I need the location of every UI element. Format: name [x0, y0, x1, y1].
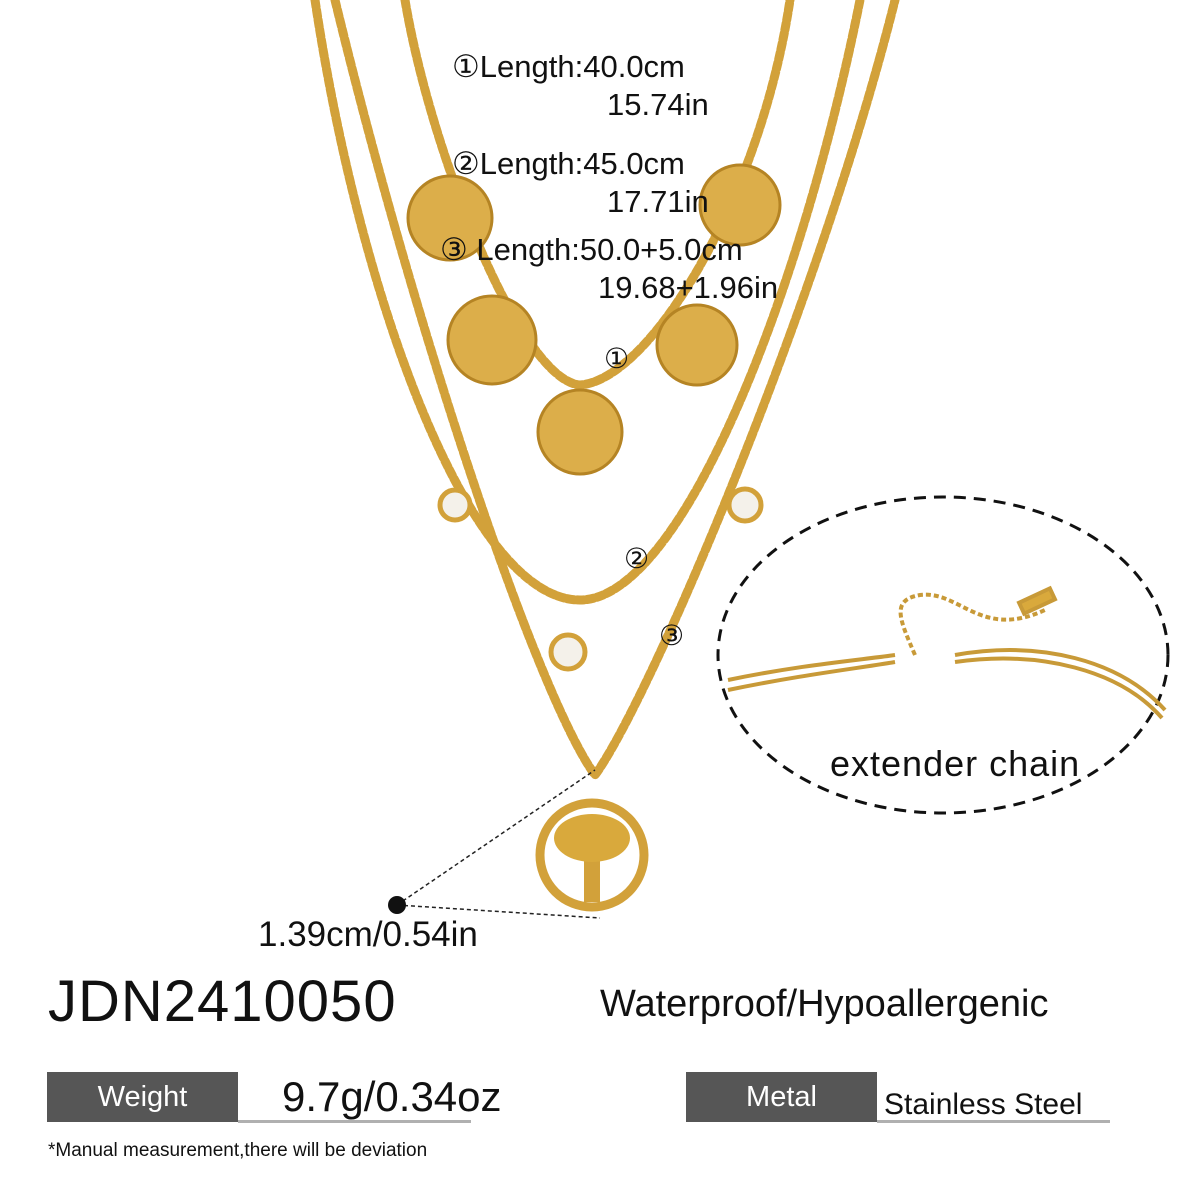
- product-sku: JDN2410050: [48, 969, 397, 1034]
- size-line-top: [396, 769, 596, 906]
- measurement-note: *Manual measurement,there will be deviat…: [48, 1140, 428, 1161]
- metal-underline: [877, 1120, 1110, 1123]
- coin-charm: [446, 294, 538, 386]
- chain-3: [330, 0, 900, 783]
- coin-charm: [406, 174, 494, 262]
- chain-marker-3: ③: [659, 620, 685, 651]
- crystal-charm: [548, 632, 588, 672]
- weight-underline: [238, 1120, 471, 1123]
- crystal-charms: [437, 486, 764, 672]
- length-3-marker: ③: [440, 232, 468, 267]
- pendant-size: 1.39cm/0.54in: [258, 915, 478, 954]
- extender-tag: [1016, 585, 1058, 617]
- extender-strand: [954, 656, 1164, 720]
- tree-trunk: [584, 860, 600, 902]
- length-1-marker: ①: [452, 49, 480, 84]
- extender-callout: [716, 495, 1170, 815]
- size-indicator-dot: [388, 896, 406, 914]
- chain-2: [310, 0, 865, 605]
- extender-strand: [954, 648, 1167, 712]
- length-2-text: Length:45.0cm: [479, 146, 685, 181]
- coin-charm: [655, 303, 739, 387]
- extender-chain-label: extender chain: [830, 743, 1081, 784]
- pendant-ring: [535, 798, 649, 912]
- length-2-label: ②Length:45.0cm: [452, 147, 685, 181]
- extender-strand: [727, 653, 896, 682]
- weight-value: 9.7g/0.34oz: [282, 1073, 502, 1120]
- extender-strand: [727, 660, 896, 692]
- length-3-label: ③ Length:50.0+5.0cm: [440, 233, 743, 267]
- weight-label: Weight: [47, 1072, 238, 1122]
- length-3-text: Length:50.0+5.0cm: [476, 232, 743, 267]
- extender-chain: [727, 585, 1167, 720]
- crystal-charm: [726, 486, 764, 524]
- chain-marker-1: ①: [604, 343, 630, 374]
- tree-canopy: [554, 814, 630, 862]
- coin-charm: [536, 388, 624, 476]
- length-1-label: ①Length:40.0cm: [452, 50, 685, 84]
- product-features: Waterproof/Hypoallergenic: [600, 983, 1049, 1025]
- crystal-charm: [437, 487, 473, 523]
- coin-charms: [406, 163, 782, 476]
- length-2-marker: ②: [452, 146, 480, 181]
- coin-charm: [698, 163, 782, 247]
- chain-marker-2: ②: [624, 543, 650, 574]
- tree-pendant: [535, 798, 649, 912]
- metal-label: Metal: [686, 1072, 877, 1122]
- length-1-inch: 15.74in: [607, 87, 709, 122]
- length-1-text: Length:40.0cm: [479, 49, 685, 84]
- extender-links: [898, 592, 1046, 656]
- size-line-bottom: [396, 904, 601, 919]
- length-2-inch: 17.71in: [607, 184, 709, 219]
- size-indicator: [396, 769, 601, 919]
- metal-value: Stainless Steel: [884, 1088, 1083, 1121]
- length-3-inch: 19.68+1.96in: [598, 270, 779, 305]
